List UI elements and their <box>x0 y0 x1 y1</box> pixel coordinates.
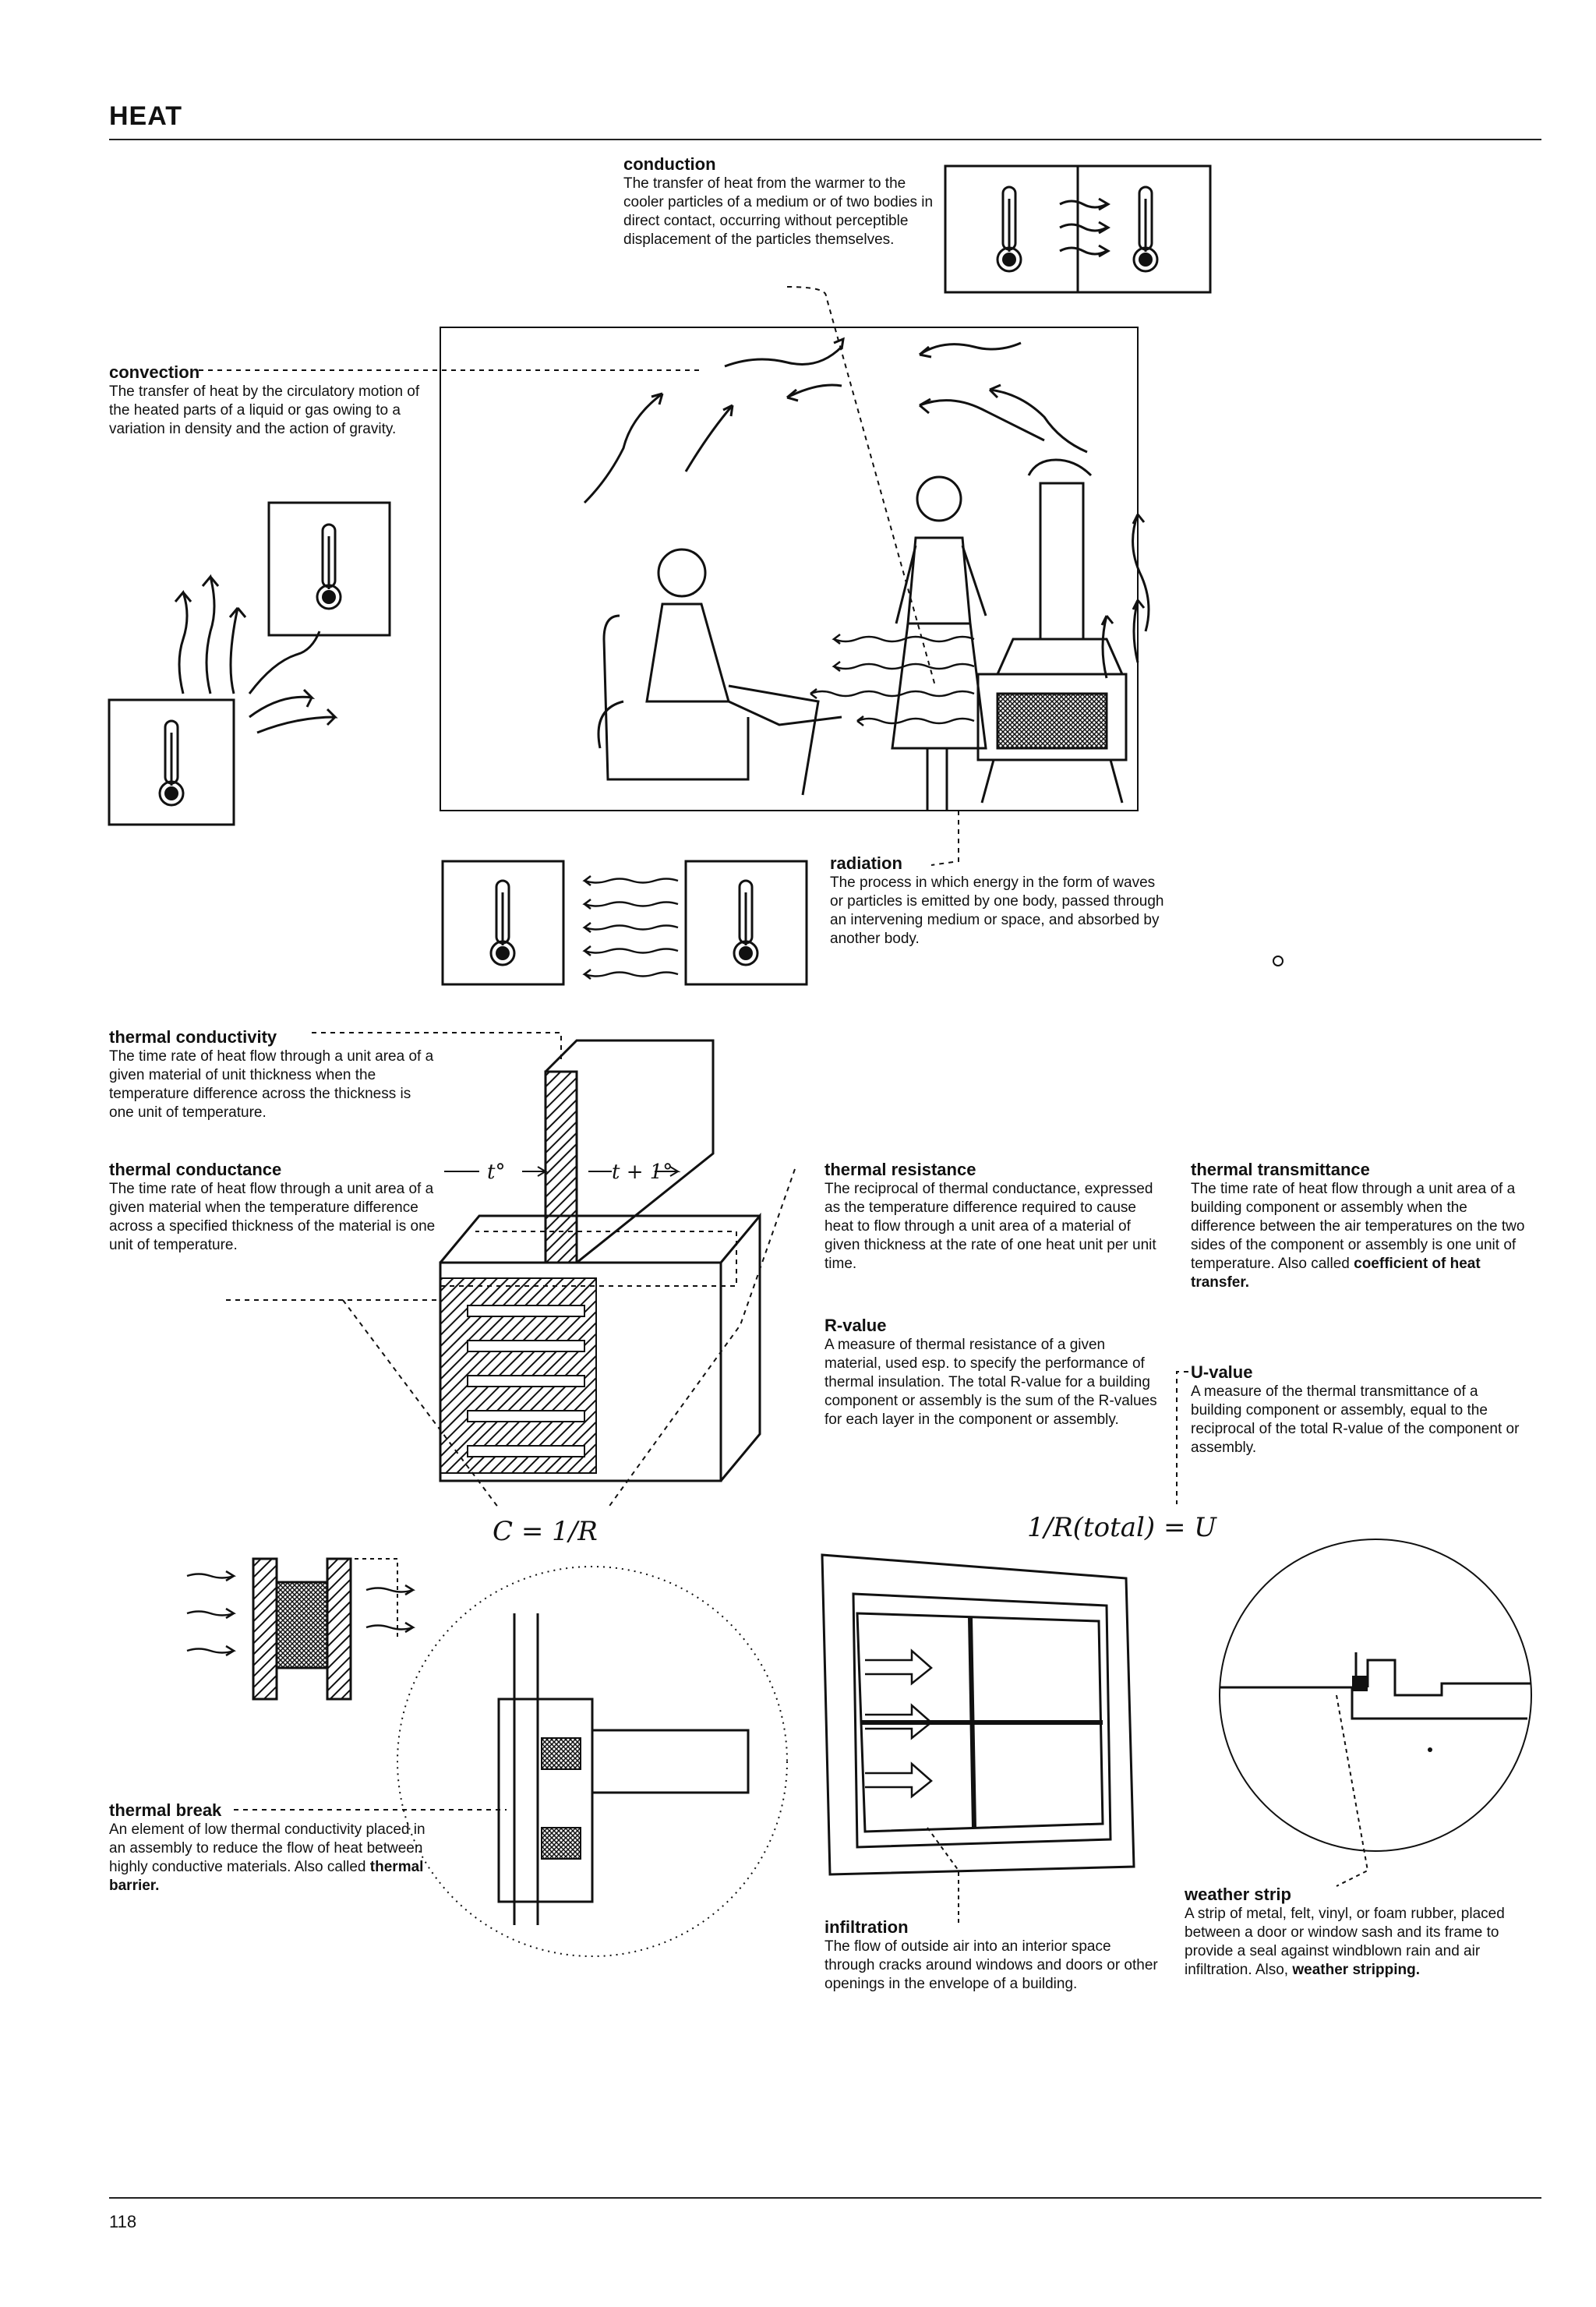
conduction-term: conduction <box>623 154 716 174</box>
u-value-definition: A measure of the thermal transmittance o… <box>1191 1383 1520 1456</box>
thermal-break-definition: An element of low thermal conductivity p… <box>109 1821 425 1875</box>
thermal-conductivity-definition: The time rate of heat flow through a uni… <box>109 1048 434 1121</box>
thermal-conductance-definition: The time rate of heat flow through a uni… <box>109 1181 436 1253</box>
thermal-transmittance-alias: coefficient of heat transfer. <box>1191 1256 1481 1291</box>
thermal-break-alias: thermal barrier. <box>109 1859 424 1894</box>
thermal-break-term: thermal break <box>109 1800 222 1820</box>
radiation-diagram <box>441 860 1284 986</box>
conduction-entry: conduction The transfer of heat from the… <box>623 154 935 249</box>
weather-strip-alias: weather stripping. <box>1292 1962 1420 1978</box>
conductivity-diagram: t° t + 1° <box>226 1032 1188 1509</box>
weather-strip-term: weather strip <box>1185 1885 1291 1904</box>
thermal-transmittance-definition-wrap: The time rate of heat flow through a uni… <box>1191 1180 1526 1292</box>
infiltration-entry: infiltration The flow of outside air int… <box>824 1917 1160 1994</box>
thermal-resistance-entry: thermal resistance The reciprocal of the… <box>824 1160 1160 1274</box>
header-rule <box>109 139 1541 140</box>
thermal-break-entry: thermal break An element of low thermal … <box>109 1800 436 1895</box>
r-value-definition: A measure of thermal resistance of a giv… <box>824 1337 1157 1428</box>
thermal-conductivity-term: thermal conductivity <box>109 1027 277 1047</box>
convection-entry: convection The transfer of heat by the c… <box>109 362 436 439</box>
weather-strip-definition: A strip of metal, felt, vinyl, or foam r… <box>1185 1906 1505 1978</box>
weather-strip-diagram <box>1219 1539 1532 1887</box>
thermal-conductance-entry: thermal conductance The time rate of hea… <box>109 1160 436 1255</box>
radiation-entry: radiation The process in which energy in… <box>830 853 1165 949</box>
thermal-resistance-definition: The reciprocal of thermal conductance, e… <box>824 1181 1156 1272</box>
convection-term: convection <box>109 362 200 382</box>
thermal-conductivity-entry: thermal conductivity The time rate of he… <box>109 1027 436 1122</box>
convection-diagram <box>108 501 391 826</box>
infiltration-term: infiltration <box>824 1917 909 1937</box>
thermal-break-diagram <box>186 1557 788 1957</box>
infiltration-definition: The flow of outside air into an interior… <box>824 1938 1158 1992</box>
conductance-formula: C = 1/R <box>493 1516 598 1547</box>
weather-strip-entry: weather strip A strip of metal, felt, vi… <box>1185 1885 1527 1980</box>
thermal-break-definition-wrap: An element of low thermal conductivity p… <box>109 1821 436 1895</box>
conduction-definition: The transfer of heat from the warmer to … <box>623 175 934 248</box>
infiltration-diagram <box>821 1553 1135 1925</box>
thermal-transmittance-term: thermal transmittance <box>1191 1160 1370 1179</box>
r-value-term: R-value <box>824 1316 887 1335</box>
page-number: 118 <box>109 2212 137 2231</box>
page-title: HEAT <box>109 101 183 131</box>
t-plus-label: t + 1° <box>612 1161 673 1184</box>
u-value-term: U-value <box>1191 1362 1253 1382</box>
radiation-term: radiation <box>830 853 902 873</box>
thermal-conductance-term: thermal conductance <box>109 1160 282 1179</box>
weather-strip-definition-wrap: A strip of metal, felt, vinyl, or foam r… <box>1185 1905 1527 1980</box>
conduction-diagram <box>944 164 1212 294</box>
radiation-definition: The process in which energy in the form … <box>830 874 1164 947</box>
thermal-resistance-term: thermal resistance <box>824 1160 976 1179</box>
r-value-entry: R-value A measure of thermal resistance … <box>824 1316 1160 1429</box>
transmittance-formula: 1/R(total) = U <box>1027 1512 1216 1543</box>
room-scene <box>199 286 1150 866</box>
u-value-entry: U-value A measure of the thermal transmi… <box>1191 1362 1526 1457</box>
t-label: t° <box>487 1161 505 1184</box>
thermal-transmittance-definition: The time rate of heat flow through a uni… <box>1191 1181 1525 1272</box>
convection-definition: The transfer of heat by the circulatory … <box>109 383 420 437</box>
thermal-transmittance-entry: thermal transmittance The time rate of h… <box>1191 1160 1526 1292</box>
